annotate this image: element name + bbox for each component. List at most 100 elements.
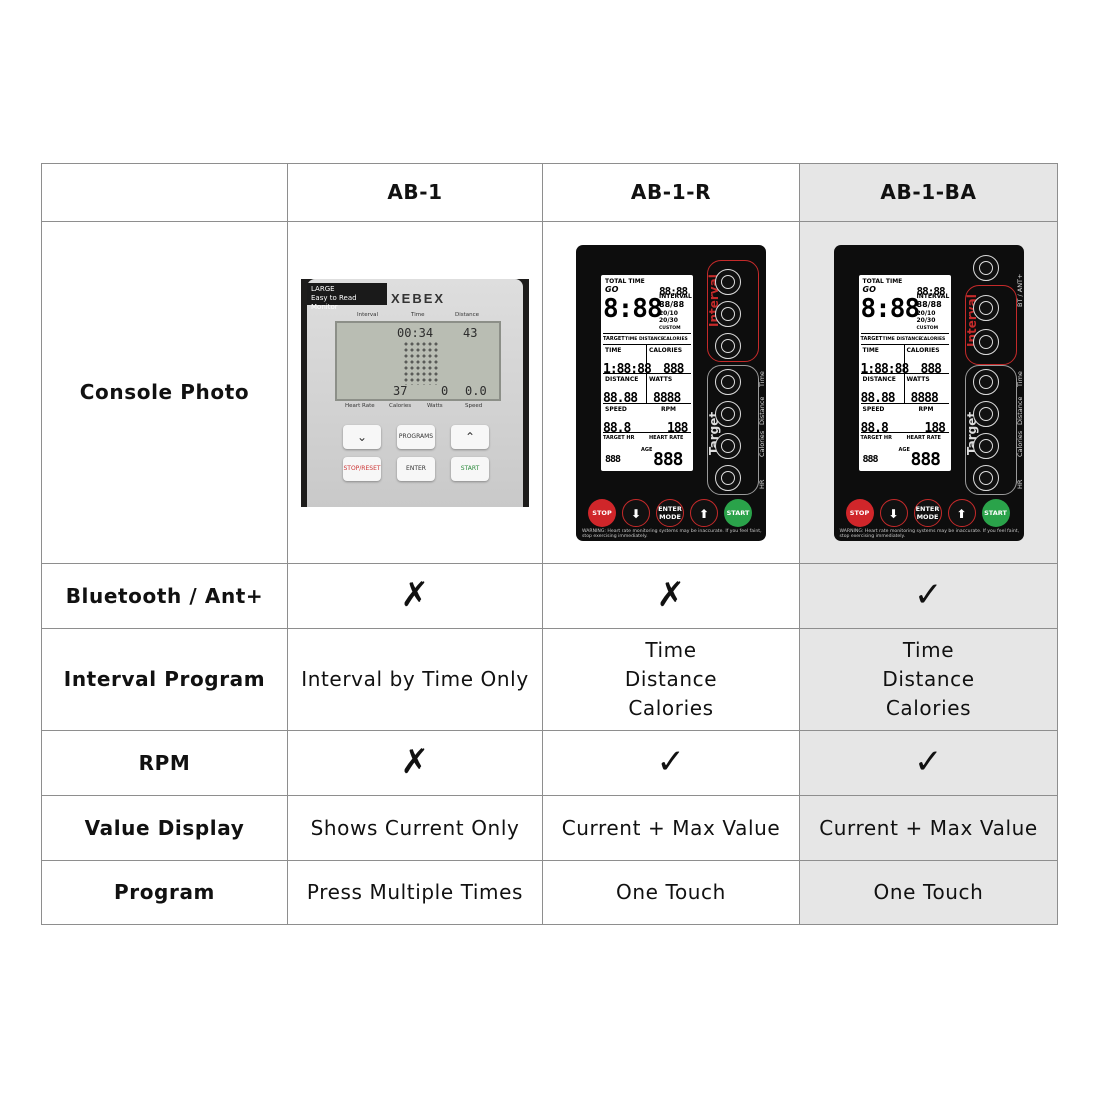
lcd-calories: 0 <box>441 383 449 398</box>
interval-20-10-icon <box>715 268 741 295</box>
lcd-tab-time: TIME <box>882 336 895 342</box>
cell-program-ab1: Press Multiple Times <box>287 860 543 925</box>
tag-line1: LARGE <box>311 284 335 293</box>
lcd-target-hr-value: 888 <box>862 453 879 465</box>
lcd-target-hr: TARGET HR <box>603 434 635 441</box>
check-icon: ✓ <box>656 742 686 782</box>
cross-icon: ✗ <box>656 575 686 615</box>
side-label-calories: Calories <box>1015 430 1024 457</box>
lcd-total-time: TOTAL TIME <box>605 277 645 285</box>
divider <box>860 372 949 374</box>
brand-logo: XEBEX <box>391 290 446 306</box>
row-label-interval: Interval Program <box>41 628 288 731</box>
side-label-hr: HR <box>758 479 766 489</box>
value-display-row: Value Display Shows Current Only Current… <box>41 795 1058 861</box>
label-distance: Distance <box>455 311 480 318</box>
side-label-distance: Distance <box>1015 396 1024 425</box>
up-arrow-icon: ⬆ <box>690 498 718 527</box>
row-label-rpm: RPM <box>41 730 288 796</box>
enter-button: ENTER <box>397 456 435 481</box>
enter-mode-button: ENTER MODE <box>656 498 684 527</box>
cross-icon: ✗ <box>400 742 430 782</box>
ab1r-console-image: TOTAL TIME 88:88 GO 8:88 INTERVAL 88/88 … <box>576 244 766 541</box>
divider <box>603 402 691 404</box>
divider <box>860 332 949 334</box>
enter-label: ENTER <box>658 504 682 513</box>
divider <box>603 343 691 345</box>
comparison-table: AB-1 AB-1-R AB-1-BA Console Photo LARGE … <box>41 163 1058 925</box>
start-button: START <box>724 498 752 527</box>
lcd-interval-val-2: 20/30 <box>659 316 678 324</box>
header-ab1: AB-1 <box>287 163 543 222</box>
cell-photo-ab1r: TOTAL TIME 88:88 GO 8:88 INTERVAL 88/88 … <box>542 221 800 564</box>
divider <box>603 431 691 433</box>
label-heart-rate: Heart Rate <box>345 402 375 409</box>
target-calories-icon <box>972 432 999 459</box>
lcd-interval-val-2: 20/30 <box>916 316 936 324</box>
lcd-interval-val-1: 20/10 <box>916 309 936 317</box>
divider <box>603 372 691 374</box>
lcd-age: AGE <box>641 446 653 453</box>
cell-value-ab1: Shows Current Only <box>287 795 543 861</box>
down-button-icon: ⌄ <box>343 424 381 449</box>
lcd-watts: WATTS <box>649 375 673 383</box>
lcd-heart-rate: 37 <box>393 383 408 398</box>
label-speed: Speed <box>465 402 483 409</box>
row-label-program: Program <box>41 860 288 925</box>
lcd-speed: 0.0 <box>465 383 487 398</box>
enter-label: ENTER <box>915 504 940 513</box>
bluetooth-ant-icon <box>972 254 999 281</box>
rpm-row: RPM ✗ ✓ ✓ <box>41 730 1058 796</box>
mode-label: MODE <box>659 512 681 521</box>
lcd-hr-value: 888 <box>653 448 683 470</box>
row-label-console-photo: Console Photo <box>41 221 288 564</box>
lcd-tab-time: TIME <box>625 336 638 342</box>
interval-custom-icon <box>972 328 999 355</box>
side-label-time: Time <box>1015 370 1024 387</box>
down-arrow-icon: ⬇ <box>622 498 650 527</box>
cell-program-ab1ba: One Touch <box>799 860 1058 925</box>
cell-bluetooth-ab1r: ✗ <box>542 563 800 629</box>
programs-button: PROGRAMS <box>397 424 435 449</box>
lcd-time: TIME <box>605 346 622 354</box>
lcd-tab-calories: CALORIES <box>920 336 946 342</box>
lcd-distance-value: 88.88 <box>603 390 638 406</box>
interval-panel <box>964 284 1017 365</box>
ab1ba-console-image: TOTAL TIME 88:88 GO 8:88 INTERVAL 88/88 … <box>833 244 1024 541</box>
header-blank <box>41 163 288 222</box>
cell-bluetooth-ab1: ✗ <box>287 563 543 629</box>
lcd-target: TARGET <box>603 335 625 342</box>
interval-option: Distance <box>882 667 975 691</box>
lcd-tab-distance: DISTANCE <box>639 336 664 342</box>
lcd-distance: DISTANCE <box>605 375 639 383</box>
target-hr-icon <box>715 464 741 491</box>
cell-interval-ab1ba: Time Distance Calories <box>799 628 1058 731</box>
lcd-interval-val-3: CUSTOM <box>659 325 681 331</box>
lcd-speed: SPEED <box>862 405 885 413</box>
start-button: START <box>451 456 489 481</box>
cell-bluetooth-ab1ba: ✓ <box>799 563 1058 629</box>
lcd-display: 00:34 43 37 0 0.0 <box>335 320 501 401</box>
cell-value-ab1r: Current + Max Value <box>542 795 800 861</box>
lcd-calories: CALORIES <box>906 346 940 354</box>
check-icon: ✓ <box>913 575 944 615</box>
lcd-interval-val-3: CUSTOM <box>916 325 939 331</box>
lcd-go: GO <box>605 284 619 294</box>
lcd-distance: DISTANCE <box>862 375 896 383</box>
bluetooth-row: Bluetooth / Ant+ ✗ ✗ ✓ <box>41 563 1058 629</box>
side-label-hr: HR <box>1015 479 1024 489</box>
target-panel <box>964 364 1017 495</box>
lcd-total-time: TOTAL TIME <box>862 277 903 285</box>
lcd-heart-rate: HEART RATE <box>906 434 941 441</box>
label-interval: Interval <box>357 311 379 318</box>
lcd-rpm: RPM <box>918 405 934 413</box>
lcd-total-time-value: 88:88 <box>659 284 688 298</box>
lcd-main-value: 8:88 <box>603 293 663 324</box>
cell-photo-ab1ba: TOTAL TIME 88:88 GO 8:88 INTERVAL 88/88 … <box>799 221 1058 564</box>
lcd-watts: WATTS <box>906 375 930 383</box>
divider <box>646 344 647 403</box>
up-button-icon: ⌃ <box>451 424 489 449</box>
lcd-target-hr-value: 888 <box>605 453 621 465</box>
interval-20-10-icon <box>972 294 999 321</box>
target-hr-icon <box>972 464 999 491</box>
